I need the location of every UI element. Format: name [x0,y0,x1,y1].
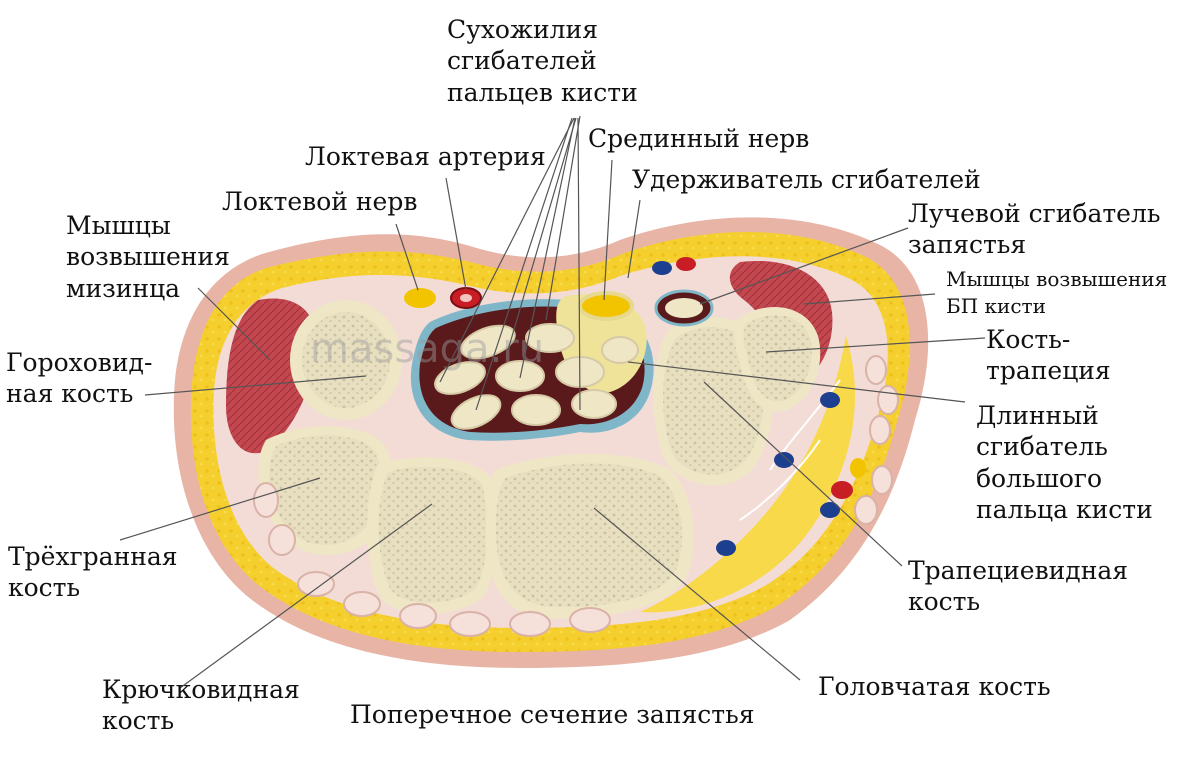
figure-caption: Поперечное сечение запястья [350,700,755,729]
label-hypothenar-muscles: Мышцы возвышения мизинца [66,211,230,303]
leader-lines [119,115,986,689]
label-triquetrum: Трёхгранная кость [8,542,178,603]
thenar-vessels [716,392,866,556]
thenar-fat-wedge [640,336,855,613]
label-capitate: Головчатая кость [818,672,1051,701]
label-ulnar-nerve: Локтевой нерв [222,187,418,216]
median-nerve [578,291,634,321]
ulnar-nerve [404,288,436,308]
label-flexor-pollicis-longus: Длинный сгибатель большого пальца кисти [976,401,1153,524]
extensor-tendons [253,355,899,637]
label-trapezoid: Трапециевидная кость [908,556,1129,617]
watermark: massaga.ru [310,326,544,372]
label-thenar-muscles: Мышцы возвышения БП кисти [946,267,1168,318]
label-median-nerve: Срединный нерв [588,124,810,153]
label-trapezium: Кость- трапеция [986,325,1111,386]
label-flexor-retinaculum: Удерживатель сгибателей [632,165,981,194]
label-ulnar-artery: Локтевая артерия [305,142,546,171]
label-hamate: Крючковидная кость [102,675,300,736]
label-flexor-carpi-radialis: Лучевой сгибатель запястья [908,199,1161,260]
label-pisiform: Гороховид- ная кость [6,348,153,409]
hypothenar-muscle [226,298,317,454]
label-flexor-tendons: Сухожилия сгибателей пальцев кисти [447,15,638,107]
